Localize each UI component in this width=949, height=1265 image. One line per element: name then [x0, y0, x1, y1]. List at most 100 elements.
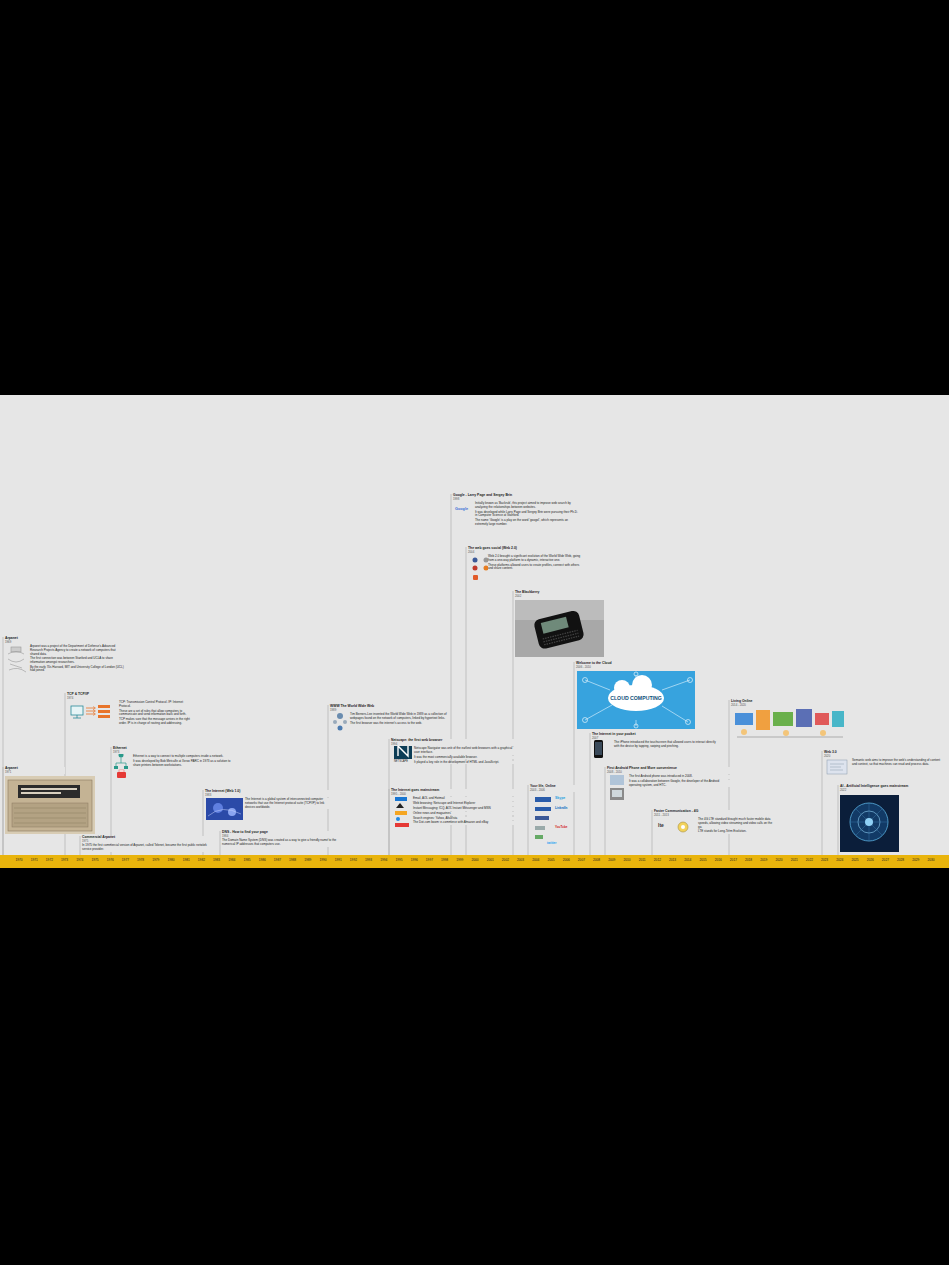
ai-image	[850, 803, 888, 841]
year-label: 2028	[897, 859, 904, 862]
www-icon	[337, 713, 343, 719]
timeline-event: Google - Larry Page and Sergey Brin1998I…	[453, 494, 578, 526]
imp-photo	[12, 803, 88, 827]
web3-icon	[830, 764, 844, 770]
year-label: 2019	[760, 859, 767, 862]
year-label: 1979	[152, 859, 159, 862]
www-icon	[333, 720, 337, 724]
web3-icon	[827, 760, 847, 774]
tcp-icon	[71, 705, 110, 718]
event-text: Instant Messaging: ICQ, AOL Instant Mess…	[413, 807, 516, 811]
ethernet-icon	[117, 772, 126, 778]
blackberry-photo	[533, 610, 585, 650]
event-text: The first browser was the internet's acc…	[350, 722, 450, 726]
year-label: 1973	[61, 859, 68, 862]
year-label: 1997	[426, 859, 433, 862]
timeline-event: Commercial Arpanet1975In 1975 the first …	[82, 836, 207, 852]
year-label: 1986	[259, 859, 266, 862]
living-online-illustration	[796, 709, 812, 727]
leader-line	[220, 831, 221, 855]
mainstream-logos	[395, 823, 409, 827]
ethernet-icon	[124, 766, 128, 769]
event-text: Web browsing: Netscape and Internet Expl…	[413, 802, 516, 806]
event-date: 1983	[205, 794, 330, 797]
picture-label: Google	[455, 508, 468, 512]
tcp-icon	[73, 715, 81, 718]
timeline-event: The Internet in your pocket2007The iPhon…	[592, 733, 717, 749]
year-label: 2022	[806, 859, 813, 862]
year-label: 2020	[775, 859, 782, 862]
social-icons	[473, 558, 489, 581]
imp-photo	[14, 808, 86, 823]
year-label: 2018	[745, 859, 752, 862]
event-date: 2020	[824, 755, 942, 758]
timeline-event: Arpanet1969Arpanet was a project of the …	[5, 637, 125, 673]
event-date: 2007	[592, 737, 717, 740]
event-text: Tim Berners-Lee invented the World Wide …	[350, 713, 450, 720]
event-date: 1998	[453, 498, 578, 501]
leader-line	[605, 767, 606, 855]
event-text: The first connection was between Stanfor…	[30, 657, 125, 664]
online-logos	[535, 797, 551, 802]
timeline-event: Living Online2014 - 2020	[731, 700, 791, 707]
event-text: Web 2.0 brought a significant evolution …	[488, 555, 583, 562]
year-label: 2023	[821, 859, 828, 862]
cloud-image	[583, 678, 588, 683]
event-date: 1975	[82, 840, 207, 843]
lte-logo	[681, 825, 685, 829]
year-label: 1976	[107, 859, 114, 862]
event-date: 2014 - 2020	[731, 704, 791, 707]
imp-photo	[21, 788, 77, 790]
event-text: Email, AOL and Hotmail	[413, 797, 516, 801]
year-label: 1990	[319, 859, 326, 862]
year-label: 1980	[167, 859, 174, 862]
timeline-event: AI - Artificial Intelligence goes mainst…	[840, 785, 916, 792]
event-text: The name 'Google' is a play on the word …	[475, 519, 578, 526]
year-label: 2016	[715, 859, 722, 862]
event-date: 2002	[515, 595, 575, 598]
picture-label: twitter	[547, 842, 557, 845]
www-icon	[338, 726, 343, 731]
leader-line	[3, 767, 4, 855]
mainstream-logos	[395, 811, 407, 815]
arpanet-sketch	[8, 652, 26, 673]
web1-image	[206, 798, 243, 820]
year-label: 2014	[684, 859, 691, 862]
ai-image	[840, 795, 899, 852]
year-label: 2006	[563, 859, 570, 862]
blackberry-photo	[541, 617, 569, 634]
event-text: Search engines: Yahoo, AltaVista	[413, 817, 516, 821]
online-logos	[535, 807, 551, 811]
event-text: The Internet is a global system of inter…	[245, 798, 330, 809]
year-label: 1981	[183, 859, 190, 862]
tcp-icon	[71, 706, 83, 715]
year-label: 2000	[471, 859, 478, 862]
mainstream-logos	[396, 817, 400, 821]
event-text: It played a key role in the development …	[414, 761, 516, 765]
year-label: 1983	[213, 859, 220, 862]
imp-photo	[5, 776, 95, 834]
timeline-event: Faster Communication - 4G2011 - 2013The …	[654, 810, 774, 834]
leader-line	[590, 733, 591, 855]
year-label: 1995	[395, 859, 402, 862]
living-online-illustration	[815, 713, 829, 725]
picture-label: LinkedIn	[555, 807, 567, 810]
event-text: Semantic web aims to improve the web's u…	[852, 759, 942, 766]
netscape-logo	[398, 746, 408, 756]
blackberry-photo	[533, 610, 585, 650]
cloud-image	[634, 724, 638, 728]
living-online-illustration	[741, 729, 747, 735]
living-online-illustration	[783, 730, 789, 736]
living-online-illustration	[735, 709, 844, 737]
timeline-event: The web goes social (Web 2.0)2004Web 2.0…	[468, 547, 583, 571]
timeline-event: WWW The World Wide Web1989Tim Berners-Le…	[330, 705, 450, 725]
year-label: 2017	[730, 859, 737, 862]
leader-line	[513, 591, 514, 855]
picture-label: NETSCAPE	[394, 761, 408, 764]
year-label: 2002	[502, 859, 509, 862]
timeline-event: The Internet goes mainstream1995 - 2000E…	[391, 789, 516, 825]
event-text: These are a set of rules that allow comp…	[119, 710, 192, 717]
event-text: These platforms allowed users to create …	[488, 564, 583, 571]
